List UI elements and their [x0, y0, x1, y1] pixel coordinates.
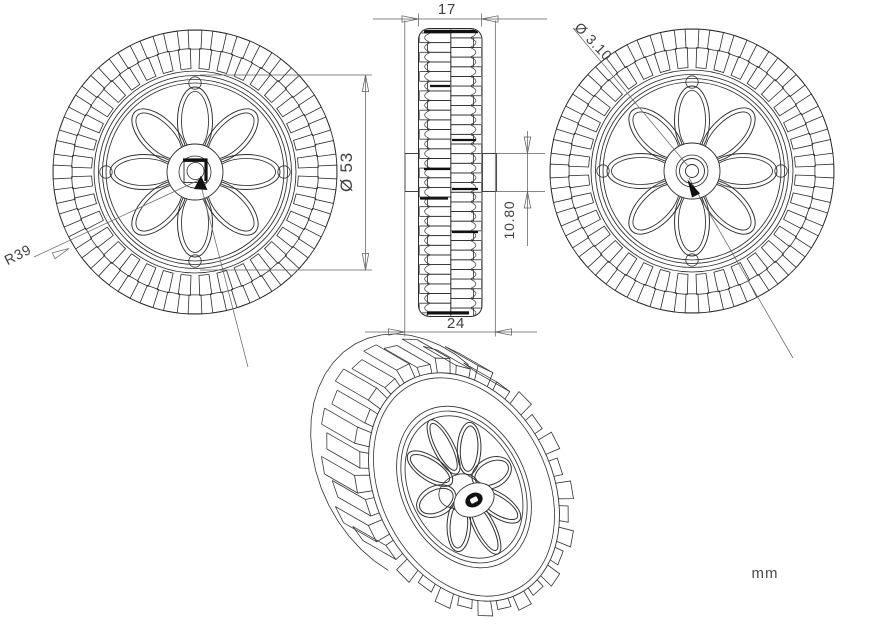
dim-boss-height-label: 10.80: [501, 200, 517, 239]
dim-tire-radius-label: R39: [2, 241, 34, 268]
front-view-left-wheel: [52, 29, 338, 315]
dim-axle-hole-label: Ø 3.10: [572, 19, 616, 64]
dim-tread-width-label: 17: [438, 1, 456, 18]
side-view-wheel: [404, 28, 497, 317]
dim-rim-diameter-label: Ø 53: [337, 152, 356, 192]
dim-overall-width-label: 24: [447, 315, 465, 332]
axle-hole-leader-line: [572, 27, 689, 167]
left-wheel-center-leader: [198, 177, 249, 368]
dim-overall-width-lines: [365, 20, 537, 337]
left-hub-arrowhead: [194, 175, 208, 190]
units-label: mm: [752, 565, 779, 582]
right-wheel-center-leader: [688, 177, 794, 359]
dim-boss-height-lines: [497, 131, 545, 246]
r39-leader-line: [33, 179, 200, 258]
leader-lines: [33, 27, 794, 368]
r39-arrowhead: [51, 248, 70, 260]
dim-tread-width-lines: [373, 13, 547, 27]
right-hub-arrowhead: [687, 179, 700, 198]
front-view-right-wheel: [549, 28, 835, 314]
isometric-view-wheel: [310, 333, 574, 617]
dim-rim-diameter-lines: [200, 74, 372, 271]
